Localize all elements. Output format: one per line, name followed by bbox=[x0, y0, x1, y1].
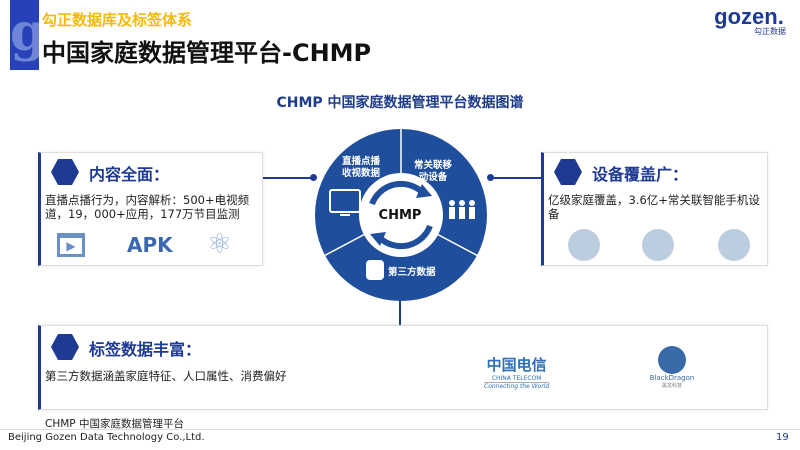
database-icon bbox=[366, 260, 384, 280]
phone-icon bbox=[718, 229, 750, 261]
china-telecom-logo: 中国电信 CHINA TELECOM Connecting the World bbox=[484, 356, 550, 390]
video-play-icon: ▶ bbox=[57, 233, 85, 257]
tag-box-body: 第三方数据涵盖家庭特征、人口属性、消费偏好 bbox=[45, 369, 287, 383]
content-box: 内容全面： 直播点播行为，内容解析：500+电视频道，19，000+应用，177… bbox=[38, 152, 263, 266]
hexagon-icon bbox=[51, 334, 79, 360]
blackdragon-logo: BlackDragon 黑龙科技 bbox=[642, 346, 702, 389]
tag-box: 标签数据丰富： 第三方数据涵盖家庭特征、人口属性、消费偏好 中国电信 CHINA… bbox=[38, 325, 768, 410]
page-title: 中国家庭数据管理平台-CHMP bbox=[42, 39, 372, 67]
page-subtitle: 勾正数据库及标签体系 bbox=[42, 11, 193, 29]
connector-left bbox=[263, 177, 313, 179]
content-box-title: 内容全面： bbox=[89, 165, 170, 184]
device-box: 设备覆盖广： 亿级家庭覆盖，3.6亿+常关联智能手机设备 bbox=[541, 152, 768, 266]
chmp-center-label: CHMP bbox=[378, 208, 422, 223]
segment-third-party-label: 第三方数据 bbox=[388, 267, 436, 278]
connector-bottom bbox=[399, 298, 401, 325]
segment-mobile-label: 常关联移动设备 bbox=[414, 160, 453, 183]
gozen-logo: gozen. 勾正数据 bbox=[712, 6, 786, 37]
page-number: 19 bbox=[776, 432, 789, 443]
hexagon-icon bbox=[554, 159, 582, 185]
device-box-title: 设备覆盖广： bbox=[592, 165, 689, 184]
connector-dot bbox=[487, 174, 494, 181]
segment-tv-label: 直播点播收视数据 bbox=[342, 156, 381, 179]
dragon-icon bbox=[658, 346, 686, 374]
cycle-arrow-icon bbox=[377, 224, 433, 250]
connector-dot bbox=[310, 174, 317, 181]
cycle-arrow-icon bbox=[369, 180, 425, 206]
footer-platform: CHMP 中国家庭数据管理平台 bbox=[45, 418, 184, 430]
section-title: CHMP 中国家庭数据管理平台数据图谱 bbox=[276, 95, 524, 111]
logo-cn: 勾正数据 bbox=[754, 27, 786, 36]
brand-g-block: g bbox=[10, 0, 39, 70]
monitor-icon bbox=[329, 189, 361, 213]
content-box-body: 直播点播行为，内容解析：500+电视频道，19，000+应用，177万节目监测 bbox=[45, 193, 250, 221]
device-box-body: 亿级家庭覆盖，3.6亿+常关联智能手机设备 bbox=[548, 193, 760, 221]
laptop-icon bbox=[642, 229, 674, 261]
chmp-diagram bbox=[315, 129, 487, 301]
hexagon-icon bbox=[51, 159, 79, 185]
apk-label: APK bbox=[127, 233, 173, 257]
footer-company: Beijing Gozen Data Technology Co.,Ltd. bbox=[8, 432, 205, 443]
tag-box-title: 标签数据丰富： bbox=[89, 340, 202, 359]
connector-right bbox=[492, 177, 541, 179]
footer-divider bbox=[0, 429, 800, 430]
atom-icon: ⚛ bbox=[207, 227, 233, 260]
people-icon bbox=[449, 200, 475, 219]
tv-icon bbox=[568, 229, 600, 261]
logo-text: gozen. bbox=[714, 4, 784, 29]
